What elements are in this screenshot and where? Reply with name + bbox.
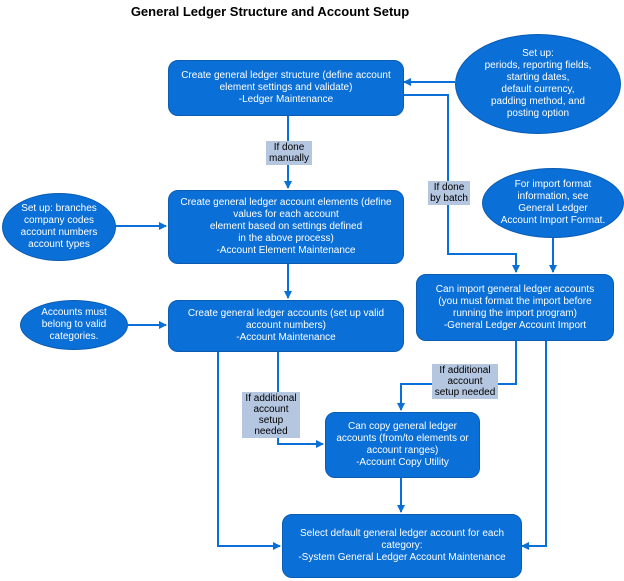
box-ledger-structure: Create general ledger structure (define …: [168, 60, 404, 116]
link-accounts-to-default: [217, 352, 281, 550]
label-if-done-manually: If done manually: [266, 141, 312, 165]
box-account-copy: Can copy general ledger accounts (from/t…: [325, 412, 480, 478]
link-structure-to-import: [404, 94, 520, 273]
oval-setup-branches: Set up: branches company codes account n…: [2, 193, 116, 261]
box-account-import: Can import general ledger accounts (you …: [416, 274, 614, 341]
label-if-additional-setup-1: If additional account setup needed: [242, 392, 300, 438]
label-if-done-by-batch: If done by batch: [428, 181, 470, 205]
link-accounts-to-copy: [277, 352, 324, 448]
oval-setup-periods: Set up: periods, reporting fields, start…: [455, 34, 621, 134]
box-default-account: Select default general ledger account fo…: [282, 514, 522, 578]
box-account-elements: Create general ledger account elements (…: [168, 190, 404, 264]
oval-import-format: For import format information, see Gener…: [482, 168, 624, 238]
diagram-title: General Ledger Structure and Account Set…: [130, 4, 410, 19]
oval-valid-categories: Accounts must belong to valid categories…: [20, 300, 128, 350]
label-if-additional-setup-2: If additional account setup needed: [432, 364, 498, 399]
link-import-to-default: [521, 341, 547, 550]
box-account-maintenance: Create general ledger accounts (set up v…: [168, 300, 404, 352]
